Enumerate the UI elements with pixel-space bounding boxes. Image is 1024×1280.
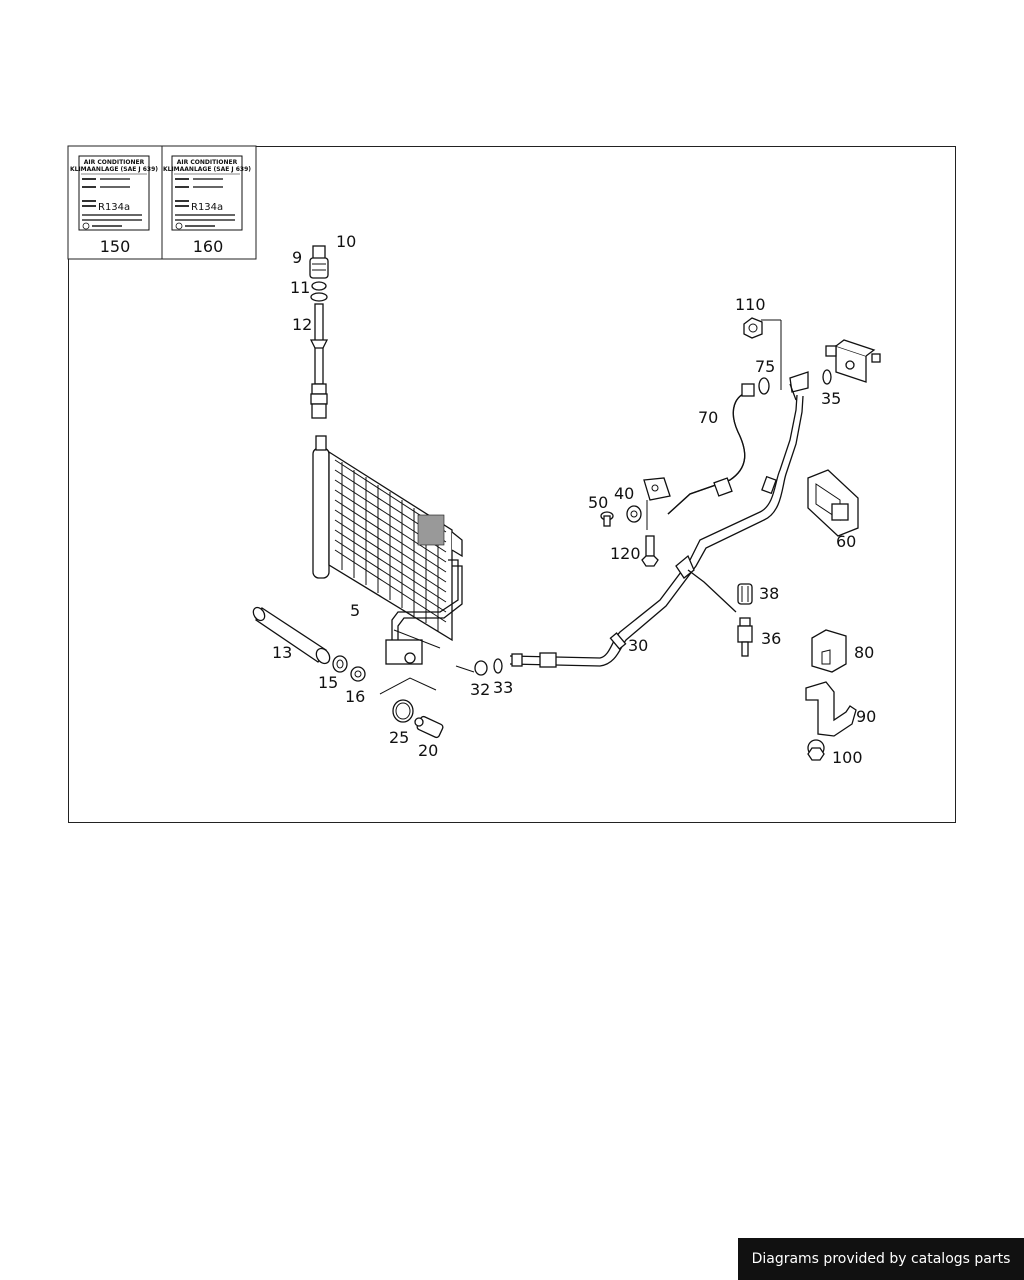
callout-labels: 10 9 11 12 5 13 15 16 25 20 32 33 30 110… (272, 232, 876, 767)
callout-70: 70 (698, 408, 718, 427)
callout-12: 12 (292, 315, 312, 334)
refrigerant-line-30[interactable] (509, 371, 809, 668)
parts-diagram-frame (68, 146, 956, 823)
sticker-refrigerant: R134a (191, 202, 223, 213)
o-ring-35[interactable] (822, 369, 832, 385)
suction-hose-70[interactable] (643, 383, 755, 515)
callout-32: 32 (470, 680, 490, 699)
callout-33: 33 (493, 678, 513, 697)
hex-nut-110[interactable] (743, 317, 763, 339)
callout-9: 9 (292, 248, 302, 267)
sticker-title-1: AIR CONDITIONER (177, 159, 238, 166)
callout-38: 38 (759, 584, 779, 603)
bolt-120[interactable] (641, 535, 659, 567)
bracket-90[interactable] (805, 681, 857, 737)
dryer-cartridge[interactable] (251, 605, 332, 666)
callout-10: 10 (336, 232, 356, 251)
callout-90: 90 (856, 707, 876, 726)
callout-110: 110 (735, 295, 766, 314)
callout-60: 60 (836, 532, 856, 551)
o-ring-33[interactable] (493, 658, 503, 674)
callout-100: 100 (832, 748, 863, 767)
seal-15[interactable] (332, 655, 348, 673)
sticker-title-2: KLIMAANLAGE (SAE J 639) (163, 166, 251, 173)
callout-80: 80 (854, 643, 874, 662)
sticker-box-150[interactable]: AIR CONDITIONER KLIMAANLAGE (SAE J 639) … (67, 145, 163, 260)
callout-13: 13 (272, 643, 292, 662)
sticker-title-1: AIR CONDITIONER (84, 159, 145, 166)
dryer-valve-cap[interactable] (309, 245, 329, 279)
condenser[interactable] (312, 435, 463, 665)
bolt-50[interactable] (600, 511, 614, 527)
callout-20: 20 (418, 741, 438, 760)
callout-5: 5 (350, 601, 360, 620)
callout-36: 36 (761, 629, 781, 648)
callout-16: 16 (345, 687, 365, 706)
footer-credit-badge: Diagrams provided by catalogs parts (738, 1238, 1024, 1280)
callout-75: 75 (755, 357, 775, 376)
pressure-switch[interactable] (414, 715, 444, 739)
sticker-refrigerant: R134a (98, 202, 130, 213)
bracket-60[interactable] (807, 469, 859, 537)
washer-75[interactable] (758, 377, 770, 395)
sensor-valve-36[interactable] (737, 617, 753, 657)
expansion-valve[interactable] (825, 339, 881, 383)
nut-100[interactable] (807, 739, 825, 761)
callout-120: 120 (610, 544, 641, 563)
washer-11[interactable] (310, 292, 328, 302)
callout-50: 50 (588, 493, 608, 512)
callout-35: 35 (821, 389, 841, 408)
bushing-40[interactable] (626, 505, 642, 523)
sticker-box-160[interactable]: AIR CONDITIONER KLIMAANLAGE (SAE J 639) … (161, 145, 257, 260)
sensor-cap-38[interactable] (737, 583, 753, 605)
plug-16[interactable] (350, 666, 366, 682)
o-ring-11[interactable] (311, 281, 327, 291)
callout-15: 15 (318, 673, 338, 692)
callout-40: 40 (614, 484, 634, 503)
sticker-ref-150: 150 (100, 237, 131, 256)
sticker-title-2: KLIMAANLAGE (SAE J 639) (70, 166, 158, 173)
callout-30: 30 (628, 636, 648, 655)
callout-11: 11 (290, 278, 310, 297)
dryer-tube-12[interactable] (309, 303, 329, 419)
clip-80[interactable] (811, 629, 847, 673)
callout-25: 25 (389, 728, 409, 747)
sticker-ref-160: 160 (193, 237, 224, 256)
seal-32[interactable] (474, 660, 488, 676)
